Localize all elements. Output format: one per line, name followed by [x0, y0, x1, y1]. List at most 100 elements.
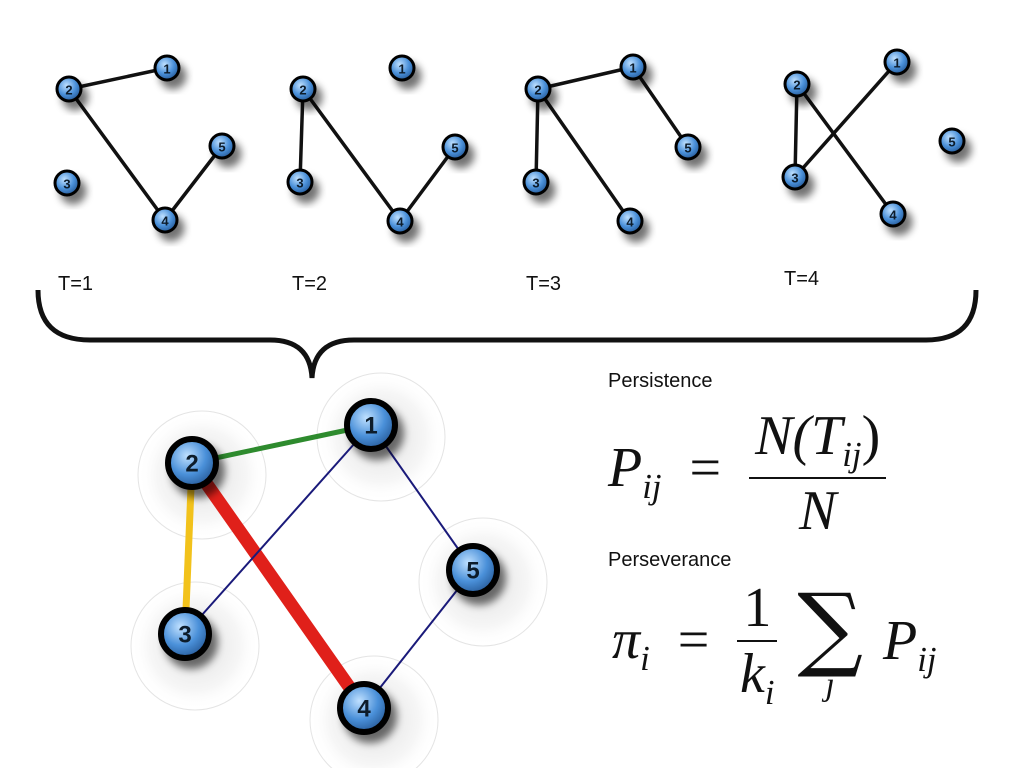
- snapshot-node-3: 3: [286, 168, 314, 196]
- aggregate-edge-2-4: [186, 459, 370, 712]
- snapshot-node-label: 2: [534, 83, 541, 98]
- summation: ∑ j: [797, 574, 863, 704]
- persistence-denominator: N: [798, 479, 837, 542]
- snapshot-node-label: 1: [893, 56, 900, 71]
- snapshot-node-label: 3: [296, 176, 303, 191]
- perseverance-formula: πi = 1 ki ∑ j Pij: [612, 580, 937, 711]
- summation-index: j: [825, 666, 835, 704]
- snapshot-node-1: 1: [619, 53, 647, 81]
- persistence-equals: =: [689, 437, 722, 500]
- snapshot-node-label: 2: [299, 83, 306, 98]
- perseverance-numerator: 1: [743, 577, 772, 639]
- aggregate-edge-1-5: [370, 424, 474, 571]
- snapshot-node-3: 3: [53, 169, 81, 197]
- aggregate-node-3: 3: [158, 607, 212, 661]
- persistence-fraction-bar: [749, 476, 887, 479]
- snapshot-node-label: 5: [684, 141, 691, 156]
- snapshot-node-3: 3: [522, 168, 550, 196]
- snapshot-node-label: 5: [451, 141, 458, 156]
- snapshot-node-label: 5: [948, 135, 955, 150]
- snapshot-edge-2-4: [536, 87, 632, 223]
- snapshot-node-5: 5: [208, 132, 236, 160]
- snapshot-node-1: 1: [153, 54, 181, 82]
- snapshot-edge-2-3: [793, 82, 799, 179]
- snapshot-label-t1: T=1: [58, 273, 94, 295]
- snapshot-edge-4-5: [398, 145, 457, 223]
- curly-brace: [35, 289, 979, 379]
- snapshot-graph-2: 1 2 3 4 5: [286, 54, 469, 235]
- aggregate-node-label: 2: [185, 451, 198, 478]
- snapshot-edge-2-4: [795, 82, 895, 216]
- snapshot-node-3: 3: [781, 163, 809, 191]
- snapshot-edge-2-1: [67, 66, 169, 91]
- snapshot-node-5: 5: [674, 133, 702, 161]
- persistence-lhs: Pij: [608, 437, 662, 507]
- aggregate-node-label: 3: [178, 622, 191, 649]
- snapshot-node-2: 2: [783, 70, 811, 98]
- aggregate-node-1: 1: [344, 398, 398, 452]
- aggregate-graph: 1 2 3 4 5: [130, 372, 548, 768]
- snapshot-label-t2: T=2: [292, 273, 328, 295]
- snapshot-graph-4: 1 2 3 4 5: [781, 48, 966, 228]
- aggregate-edge-1-3: [184, 424, 372, 635]
- aggregate-node-5: 5: [446, 543, 500, 597]
- snapshot-graph-3: 1 2 3 4 5: [522, 53, 702, 235]
- perseverance-lhs: πi: [612, 609, 650, 679]
- aggregate-edge-2-3: [181, 462, 196, 635]
- perseverance-title: Perseverance: [608, 549, 732, 571]
- snapshot-node-1: 1: [388, 54, 416, 82]
- perseverance-fraction: 1 ki: [737, 577, 778, 713]
- aggregate-node-2: 2: [165, 436, 219, 490]
- snapshot-edge-3-1: [793, 60, 899, 179]
- snapshot-node-2: 2: [55, 75, 83, 103]
- snapshot-graphs: 1 2 3 4 5 1 2 3 4 5 1 2 3 4 5 1 2 3 4 5: [53, 48, 966, 235]
- snapshot-node-4: 4: [616, 207, 644, 235]
- snapshot-node-5: 5: [441, 133, 469, 161]
- snapshot-node-2: 2: [289, 75, 317, 103]
- summation-symbol: ∑: [797, 574, 863, 682]
- snapshot-node-5: 5: [938, 127, 966, 155]
- perseverance-equals: =: [677, 609, 710, 672]
- snapshot-node-label: 4: [889, 208, 897, 223]
- persistence-numerator: N(Tij): [755, 405, 881, 475]
- snapshot-node-label: 2: [793, 78, 800, 93]
- snapshot-node-label: 3: [63, 177, 70, 192]
- aggregate-node-label: 1: [364, 413, 377, 440]
- snapshot-node-label: 3: [791, 171, 798, 186]
- snapshot-node-1: 1: [883, 48, 911, 76]
- aggregate-node-label: 4: [357, 696, 371, 723]
- snapshot-graph-1: 1 2 3 4 5: [53, 54, 236, 234]
- snapshot-node-4: 4: [151, 206, 179, 234]
- snapshot-edge-2-3: [298, 87, 305, 184]
- perseverance-term: Pij: [883, 610, 937, 680]
- snapshot-node-label: 1: [398, 62, 405, 77]
- snapshot-edge-4-5: [163, 144, 224, 222]
- snapshot-edge-1-5: [631, 65, 690, 149]
- aggregate-node-4: 4: [337, 681, 391, 735]
- snapshot-node-label: 4: [626, 215, 634, 230]
- snapshot-edge-2-4: [67, 87, 167, 222]
- snapshot-edge-2-4: [301, 87, 402, 223]
- aggregate-edge-5-4: [363, 569, 474, 709]
- persistence-title: Persistence: [608, 370, 713, 392]
- snapshot-node-label: 1: [163, 62, 170, 77]
- persistence-fraction: N(Tij) N: [749, 405, 887, 542]
- snapshot-node-label: 1: [629, 61, 636, 76]
- persistence-formula: Pij = N(Tij) N: [608, 405, 887, 542]
- snapshot-node-4: 4: [879, 200, 907, 228]
- snapshot-node-label: 5: [218, 140, 225, 155]
- aggregate-node-label: 5: [466, 558, 479, 585]
- snapshot-node-label: 4: [396, 215, 404, 230]
- snapshot-label-t3: T=3: [526, 273, 562, 295]
- perseverance-denominator: ki: [740, 643, 775, 713]
- perseverance-fraction-bar: [737, 640, 778, 642]
- snapshot-node-4: 4: [386, 207, 414, 235]
- snapshot-node-label: 3: [532, 176, 539, 191]
- snapshot-label-t4: T=4: [784, 268, 820, 290]
- snapshot-edge-2-3: [534, 87, 540, 184]
- snapshot-node-label: 2: [65, 83, 72, 98]
- snapshot-edge-2-1: [536, 65, 635, 91]
- snapshot-node-2: 2: [524, 75, 552, 103]
- aggregate-edge-2-1: [191, 422, 372, 466]
